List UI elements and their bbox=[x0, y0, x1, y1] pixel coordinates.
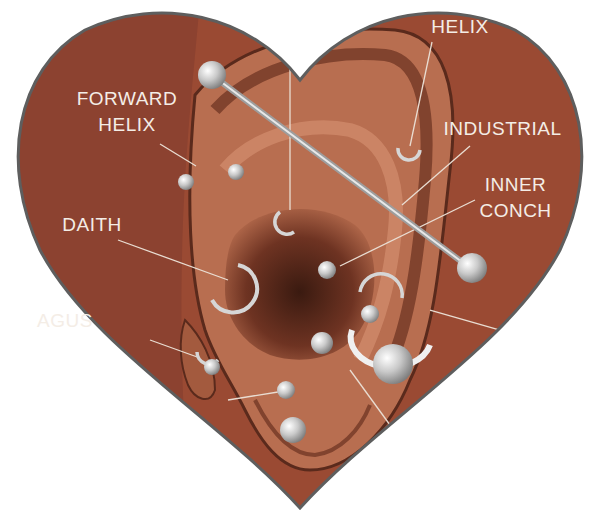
part-label: DAITH bbox=[52, 212, 132, 238]
part-label: INDUSTRIAL bbox=[440, 116, 565, 142]
part-label: FORWARD HELIX bbox=[72, 86, 182, 138]
part-label: HELIX bbox=[420, 14, 500, 40]
part-label: INNER CONCH bbox=[468, 172, 563, 224]
part-label: AGUS bbox=[30, 308, 100, 334]
